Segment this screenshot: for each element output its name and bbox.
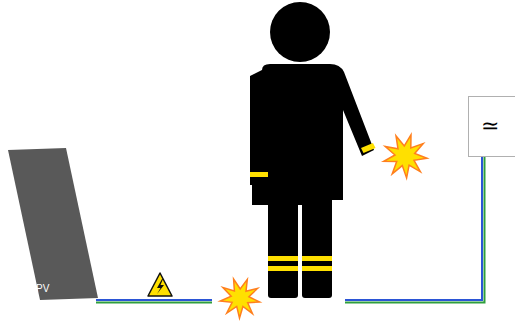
inverter-symbol: ≃: [481, 115, 499, 137]
panel-shape: [8, 148, 98, 300]
cable-connector: [96, 157, 485, 303]
warning-sign: [148, 273, 172, 296]
person-figure: [250, 2, 374, 298]
spark: [220, 279, 259, 318]
spark-symbols: [220, 135, 427, 318]
reflective-stripes: [250, 143, 376, 271]
inverter-box: ≃: [468, 96, 515, 157]
spark: [384, 135, 427, 178]
panel-label: PV: [36, 283, 49, 294]
pv-panel: PV: [8, 148, 98, 300]
